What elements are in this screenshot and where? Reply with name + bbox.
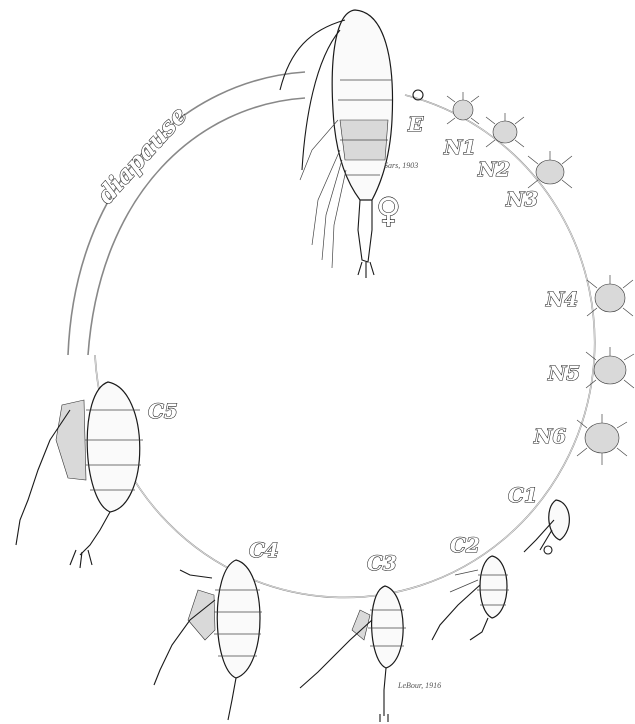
female-symbol: ♀ — [376, 191, 401, 231]
stage-label-n2: N2 — [477, 157, 510, 181]
nauplius-n2-drawing — [486, 113, 524, 147]
copepodite-c5-drawing — [16, 382, 143, 568]
copepodite-c4-drawing — [154, 560, 262, 720]
adult-female-copepod — [280, 10, 393, 278]
stage-label-e: E — [407, 112, 424, 136]
stage-label-c5: C5 — [148, 399, 178, 423]
copepodite-c2-drawing — [432, 556, 509, 640]
nauplius-n1-drawing — [447, 92, 479, 124]
stage-label-n4: N4 — [545, 287, 578, 311]
citation-lebour: LeBour, 1916 — [397, 681, 441, 690]
nauplius-n3-drawing — [528, 151, 572, 188]
stage-label-c4: C4 — [249, 538, 279, 562]
stage-label-c2: C2 — [450, 533, 480, 557]
stage-label-n5: N5 — [547, 361, 580, 385]
stage-label-n6: N6 — [533, 424, 566, 448]
nauplius-n6-drawing — [577, 414, 627, 465]
copepodite-c3-drawing — [300, 586, 406, 722]
stage-label-c1: C1 — [508, 483, 538, 507]
stage-label-c3: C3 — [367, 551, 397, 575]
nauplius-n4-drawing — [587, 275, 633, 316]
copepodite-c1-drawing — [524, 500, 569, 554]
citation-sars: Sars, 1903 — [384, 161, 418, 170]
stage-label-n3: N3 — [505, 187, 538, 211]
stage-label-n1: N1 — [443, 135, 476, 159]
